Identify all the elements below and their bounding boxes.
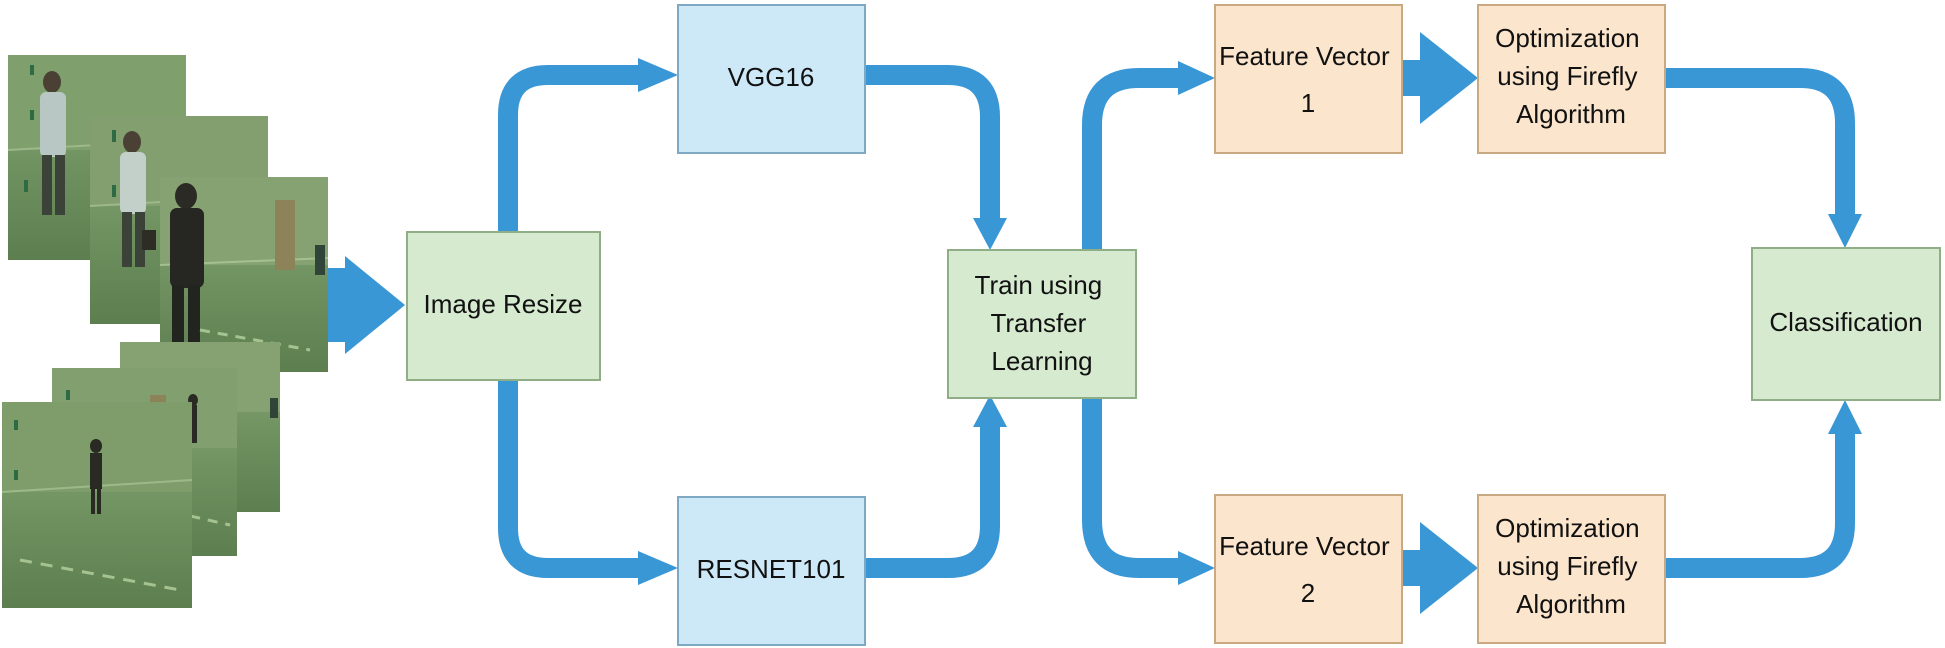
node-opt1-label: Optimization using Firefly Algorithm	[1495, 23, 1647, 129]
node-classification-label: Classification	[1769, 307, 1922, 337]
node-train-label: Train using Transfer Learning	[975, 270, 1110, 376]
arrow-train-to-fv1	[1082, 68, 1180, 250]
node-classification: Classification	[1751, 247, 1941, 401]
arrow-opt2-to-classification	[1665, 432, 1855, 578]
arrowhead	[1178, 551, 1215, 585]
node-fv2-label: Feature Vector 2	[1219, 531, 1397, 608]
arrow-resize-to-resnet101	[498, 380, 640, 578]
arrowhead	[973, 218, 1007, 250]
node-vgg16: VGG16	[677, 4, 866, 154]
arrowhead	[1828, 214, 1862, 248]
node-opt2-label: Optimization using Firefly Algorithm	[1495, 513, 1647, 619]
node-resnet101-label: RESNET101	[697, 554, 846, 584]
node-image-resize: Image Resize	[406, 231, 601, 381]
node-optimization-firefly-2: Optimization using Firefly Algorithm	[1477, 494, 1666, 644]
arrow-frames-to-resize	[328, 256, 405, 354]
node-image-resize-label: Image Resize	[424, 289, 583, 319]
node-feature-vector-2: Feature Vector 2	[1214, 494, 1403, 644]
arrowhead	[1178, 61, 1215, 95]
flow-arrows	[328, 32, 1862, 614]
arrowhead	[973, 395, 1007, 427]
arrowhead	[638, 58, 678, 92]
arrow-train-to-fv2	[1082, 398, 1180, 578]
arrow-vgg16-to-train	[865, 65, 1000, 220]
node-feature-vector-1: Feature Vector 1	[1214, 4, 1403, 154]
node-train-transfer-learning: Train using Transfer Learning	[947, 249, 1137, 399]
node-vgg16-label: VGG16	[728, 62, 815, 92]
arrow-resize-to-vgg16	[498, 65, 640, 232]
input-frames	[1, 55, 329, 608]
arrow-resnet101-to-train	[865, 425, 1000, 578]
input-frame	[1, 402, 193, 608]
node-fv1-label: Feature Vector 1	[1219, 41, 1397, 118]
node-resnet101: RESNET101	[677, 496, 866, 646]
node-optimization-firefly-1: Optimization using Firefly Algorithm	[1477, 4, 1666, 154]
arrow-fv2-to-opt2	[1402, 522, 1478, 614]
arrow-opt1-to-classification	[1665, 68, 1855, 216]
arrow-fv1-to-opt1	[1402, 32, 1478, 124]
arrowhead	[638, 551, 678, 585]
arrowhead	[1828, 400, 1862, 434]
